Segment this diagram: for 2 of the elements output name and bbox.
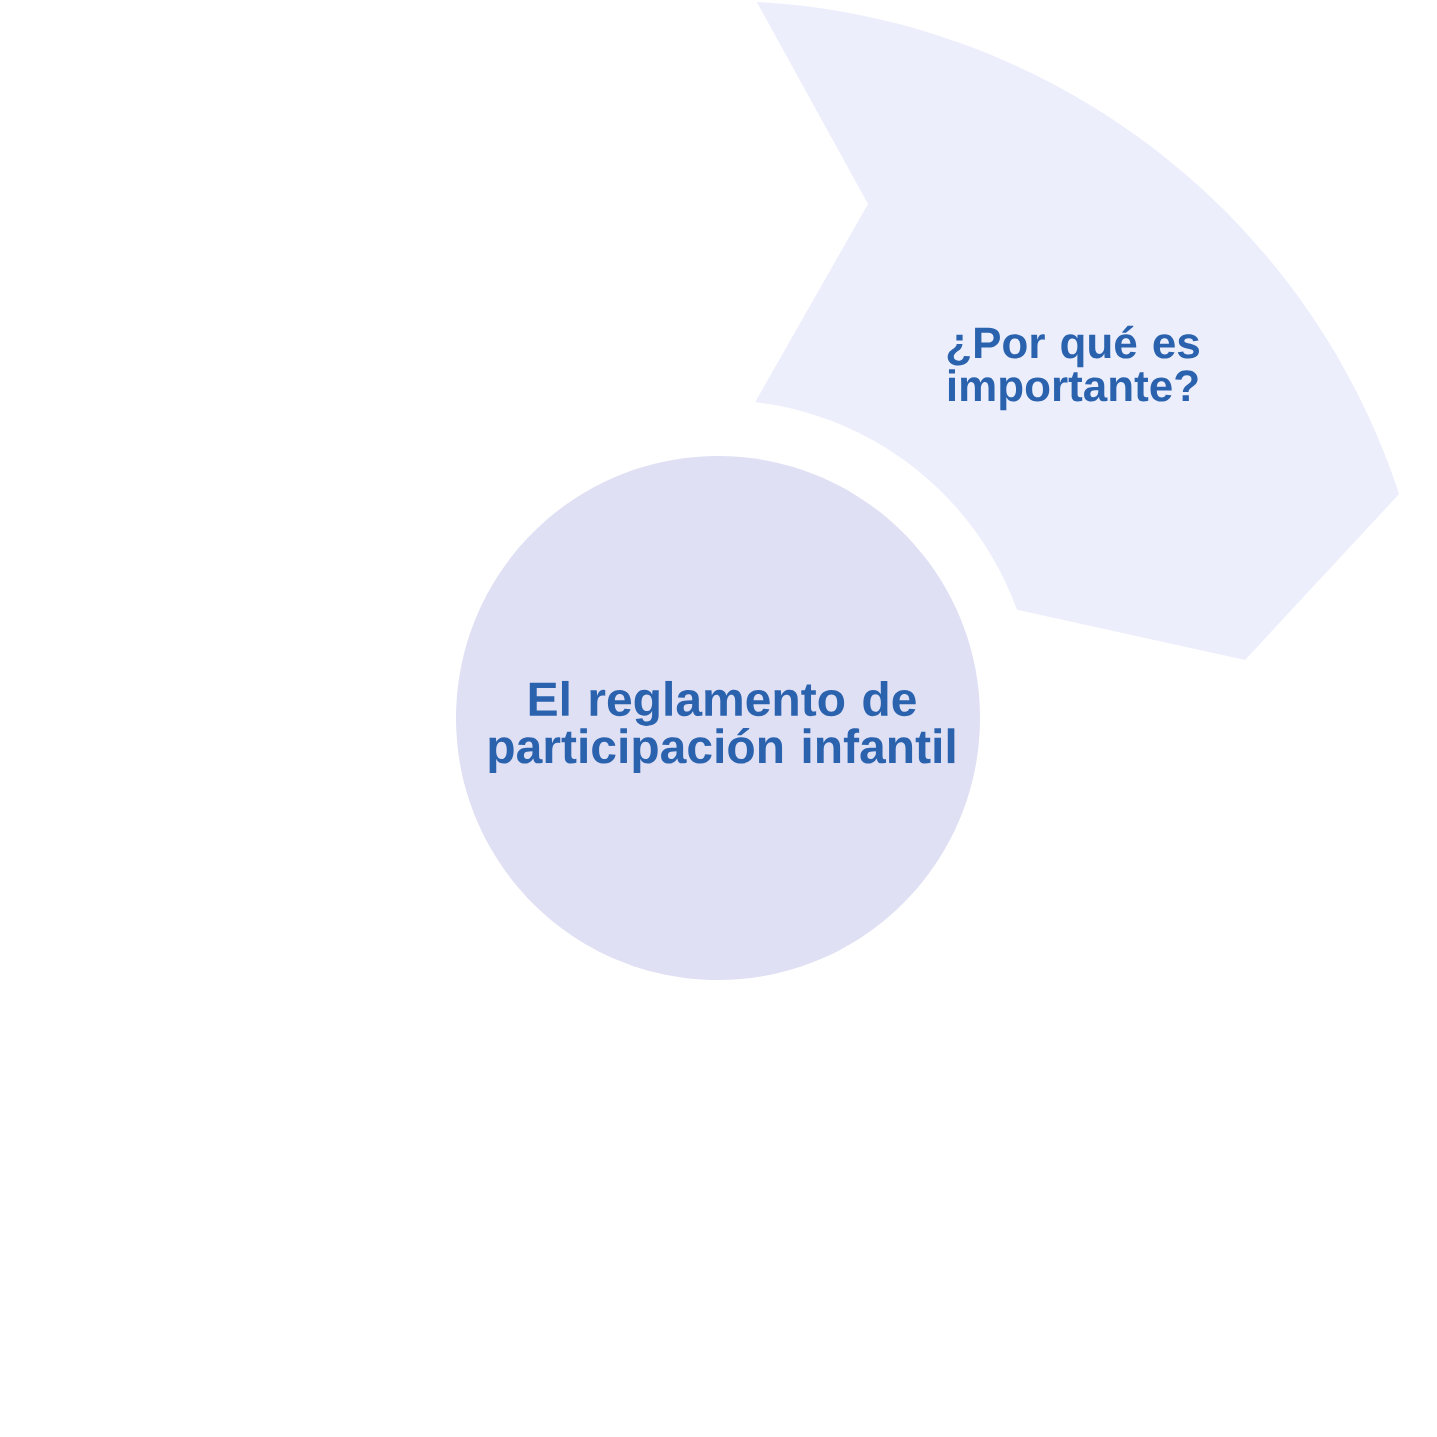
circle-node: El reglamento de participación infantil	[456, 456, 980, 980]
ring-segment: ¿Por qué es importante?	[755, 2, 1400, 660]
